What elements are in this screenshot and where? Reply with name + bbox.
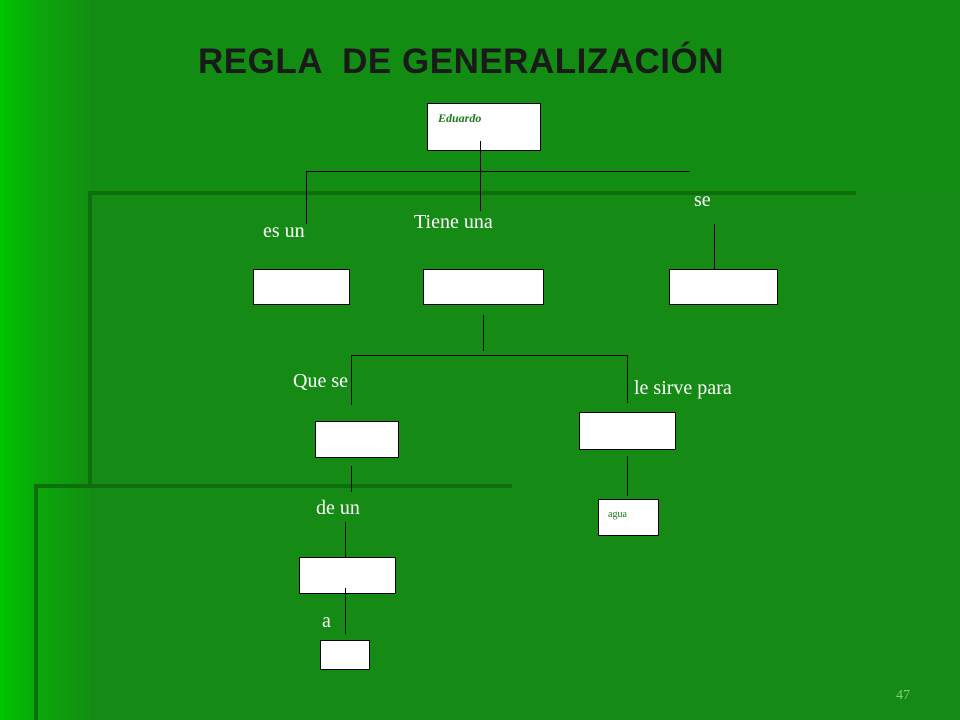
connector-de-un-box-down — [345, 588, 346, 634]
background-left-gradient — [0, 0, 90, 720]
decorative-band-upper — [88, 191, 856, 195]
connector-que-se-down — [351, 355, 352, 405]
node-que-se-blank[interactable] — [315, 421, 399, 458]
label-de-un: de un — [316, 497, 360, 519]
connector-level1-horizontal — [306, 171, 690, 172]
node-se-blank[interactable] — [669, 269, 778, 305]
connector-le-sirve-down — [627, 355, 628, 403]
decorative-band-lower-vertical — [34, 484, 38, 720]
node-agua-label: agua — [608, 509, 627, 520]
node-eduardo-label: Eduardo — [438, 111, 482, 125]
node-a-blank[interactable] — [320, 640, 370, 670]
node-eduardo[interactable]: Eduardo — [427, 103, 541, 151]
connector-se-down — [714, 224, 715, 272]
node-agua[interactable]: agua — [598, 499, 659, 536]
node-tiene-una-blank[interactable] — [423, 269, 544, 305]
label-se: se — [694, 189, 711, 211]
connector-es-un-down — [306, 171, 307, 224]
connector-que-se-box-down — [351, 466, 352, 492]
connector-le-sirve-box-down — [627, 456, 628, 496]
page-number: 47 — [896, 688, 910, 703]
slide-title: REGLA DE GENERALIZACIÓN — [198, 42, 724, 81]
node-le-sirve-blank[interactable] — [579, 412, 676, 450]
label-le-sirve-para: le sirve para — [634, 377, 732, 399]
label-a: a — [322, 610, 331, 632]
connector-tiene-una-down — [483, 315, 484, 351]
label-que-se: Que se — [293, 370, 348, 392]
connector-root-down — [480, 141, 481, 211]
label-es-un: es un — [263, 220, 305, 242]
label-tiene-una: Tiene una — [414, 211, 493, 233]
connector-level2-horizontal — [351, 355, 628, 356]
node-es-un-blank[interactable] — [253, 269, 350, 305]
connector-de-un-down — [345, 522, 346, 559]
node-de-un-blank[interactable] — [299, 557, 396, 594]
decorative-band-upper-vertical — [88, 191, 92, 487]
decorative-band-lower — [34, 484, 512, 488]
